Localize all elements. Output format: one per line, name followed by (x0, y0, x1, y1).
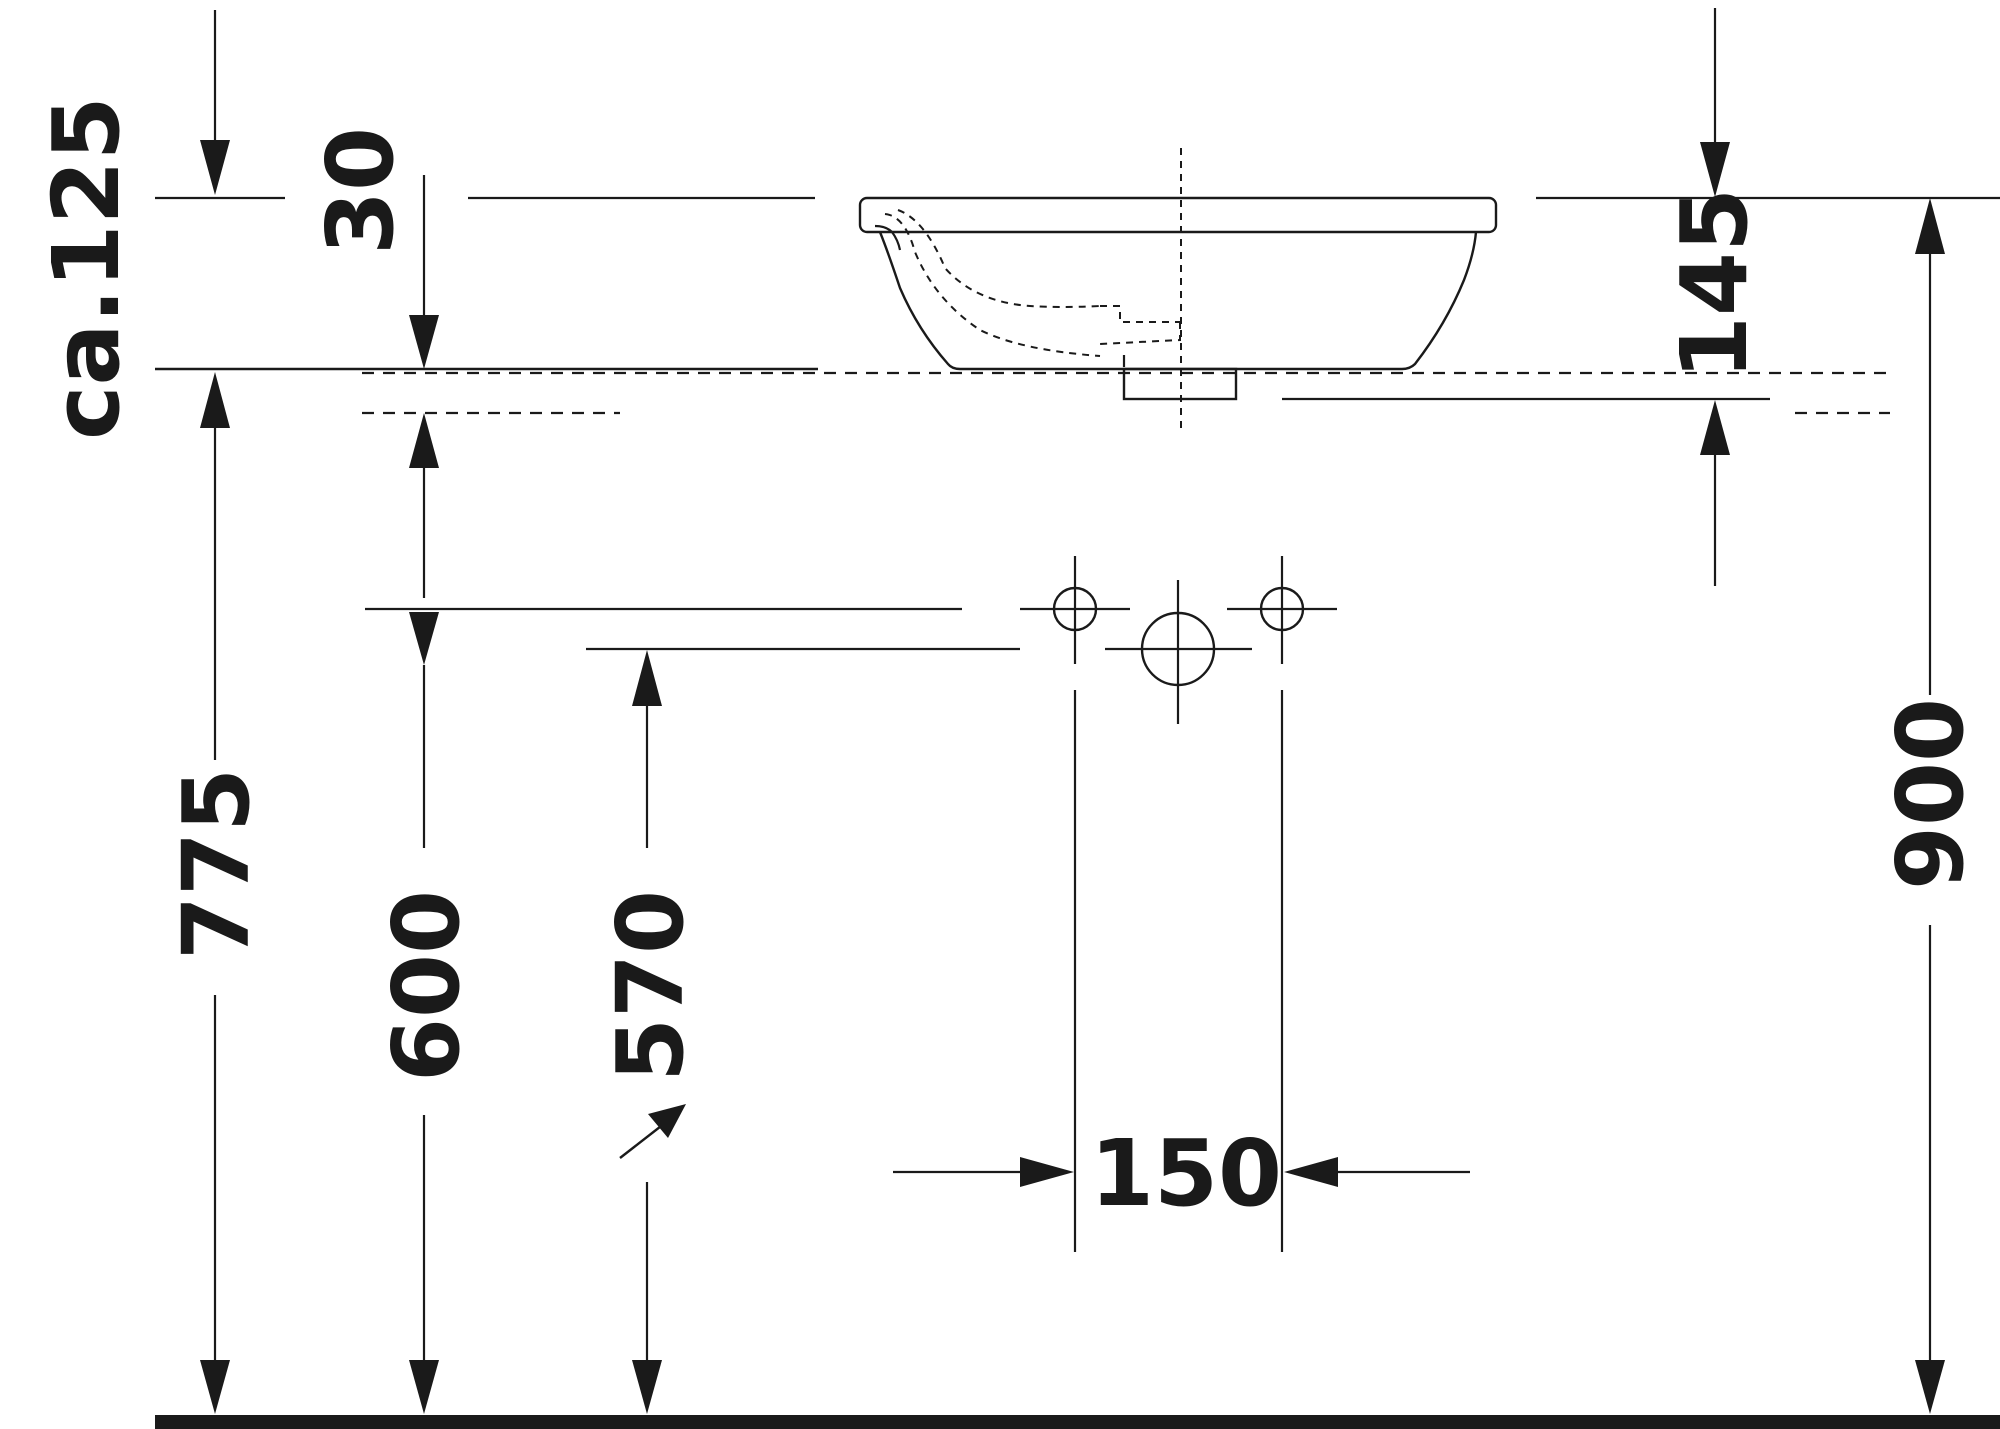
dim-150: 150 (893, 1120, 1470, 1227)
dim-775: 775 (163, 372, 270, 1414)
dim-570: 570 (597, 650, 704, 1414)
dim-600-label: 600 (373, 890, 480, 1082)
dim-145: 145 (1661, 8, 1768, 586)
waste-pipe-icon (1105, 580, 1252, 724)
dim-150-label: 150 (1090, 1120, 1282, 1227)
dim-600: 600 (373, 413, 480, 1414)
dim-ca125: ca.125 (33, 10, 230, 440)
dim-30: 30 (307, 127, 439, 369)
dim-145-label: 145 (1661, 188, 1768, 380)
cold-water-connection-icon (1227, 556, 1337, 664)
basin-outline (858, 196, 1498, 371)
dim-30-label: 30 (307, 127, 414, 255)
dim-570-label: 570 (597, 890, 704, 1082)
dim-775-label: 775 (163, 768, 270, 960)
dim-900-label: 900 (1877, 698, 1984, 890)
approximate-arrow-icon (619, 1104, 686, 1159)
dim-900: 900 (1877, 198, 1984, 1414)
hot-water-connection-icon (1020, 556, 1130, 664)
dim-ca125-label: ca.125 (33, 96, 140, 440)
